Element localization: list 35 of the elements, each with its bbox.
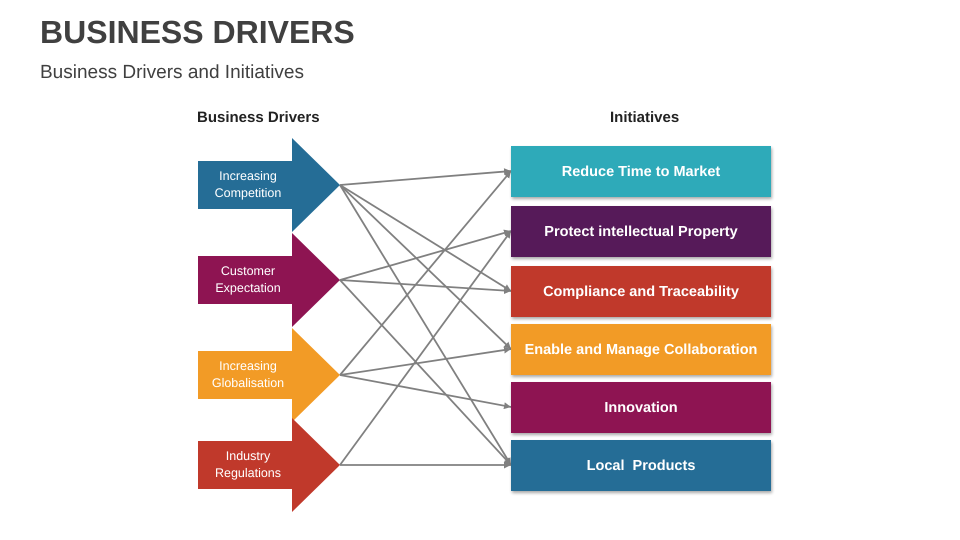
arrow bbox=[340, 168, 512, 186]
initiative-label: Reduce Time to Market bbox=[562, 164, 720, 180]
arrow bbox=[339, 230, 512, 466]
arrow bbox=[339, 184, 512, 466]
arrow bbox=[339, 279, 512, 466]
column-heading: Business Drivers bbox=[197, 109, 320, 126]
arrow-shape bbox=[198, 328, 340, 422]
column-heading: Initiatives bbox=[610, 109, 680, 126]
slide-subtitle: Business Drivers and Initiatives bbox=[40, 62, 304, 84]
arrow bbox=[339, 170, 512, 376]
arrow bbox=[340, 374, 512, 410]
driver-label: Customer Expectation bbox=[214, 263, 282, 297]
arrow bbox=[340, 346, 512, 376]
initiative-box bbox=[511, 440, 771, 491]
arrow bbox=[340, 184, 512, 292]
arrow bbox=[340, 279, 512, 294]
initiative-label: Protect intellectual Property bbox=[544, 224, 738, 240]
arrow bbox=[340, 230, 512, 281]
arrow-shape bbox=[198, 138, 340, 232]
arrow-shape bbox=[198, 233, 340, 327]
initiative-label: Local Products bbox=[586, 458, 696, 474]
initiative-label: Innovation bbox=[604, 400, 678, 416]
initiative-label: Compliance and Traceability bbox=[543, 284, 739, 300]
arrow bbox=[340, 462, 511, 468]
driver-label: Increasing Globalisation bbox=[210, 358, 286, 392]
initiative-box bbox=[511, 266, 771, 317]
initiative-box bbox=[511, 382, 771, 433]
driver-label: Increasing Competition bbox=[214, 168, 282, 202]
initiative-box bbox=[511, 206, 771, 257]
initiative-box bbox=[511, 146, 771, 197]
driver-label: Industry Regulations bbox=[214, 448, 282, 482]
initiative-box bbox=[511, 324, 771, 375]
arrow-shape bbox=[198, 418, 340, 512]
slide-title: BUSINESS DRIVERS bbox=[40, 14, 355, 51]
initiative-label: Enable and Manage Collaboration bbox=[524, 342, 758, 358]
